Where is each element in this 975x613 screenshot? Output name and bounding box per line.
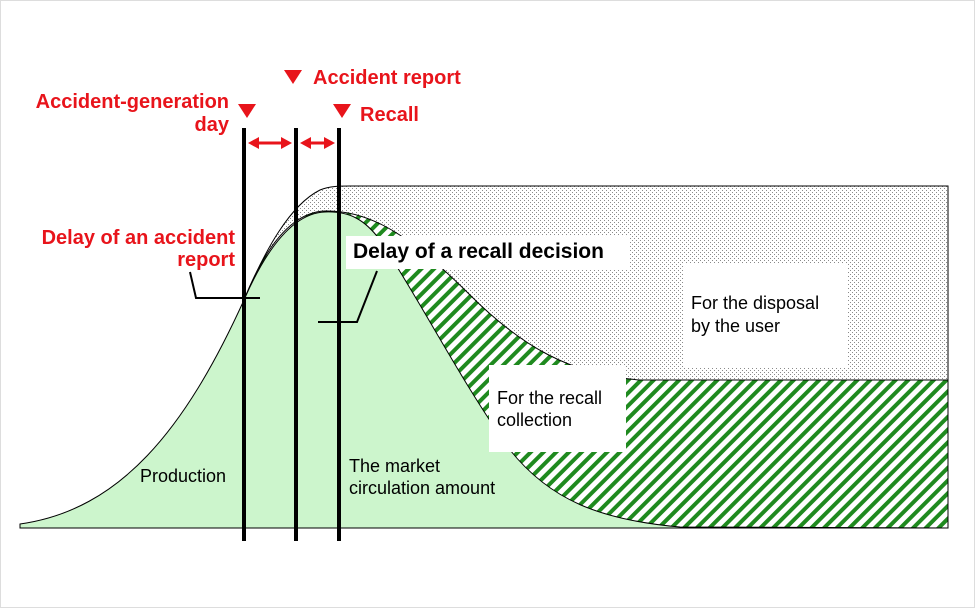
disposal-label-box — [684, 263, 847, 367]
accident-report-delay-arrow — [248, 137, 292, 149]
recall-collection-label-box — [489, 365, 626, 452]
recall-collection-label-line2: collection — [497, 410, 572, 430]
recall-collection-label-line1: For the recall — [497, 388, 602, 408]
recall-decision-delay-label: Delay of a recall decision — [353, 240, 604, 263]
accident-day-marker-icon — [238, 104, 256, 118]
recall-decision-delay-leader — [318, 270, 378, 323]
accident-report-delay-leader — [189, 271, 260, 299]
accident-report-delay-label-line2: report — [177, 249, 235, 271]
recall-marker-icon — [333, 104, 351, 118]
recall-decision-delay-arrow — [300, 137, 335, 149]
recall-decision-delay-box — [346, 236, 629, 269]
accident-report-label: Accident report — [313, 67, 461, 89]
accident-day-label-line2: day — [195, 114, 230, 136]
market-amount-label-line1: The market — [349, 456, 440, 476]
production-area — [19, 211, 949, 529]
production-label: Production — [140, 466, 226, 486]
disposal-label-line2: by the user — [691, 316, 780, 336]
accident-day-label-line1: Accident-generation — [36, 91, 229, 113]
recall-label: Recall — [360, 104, 419, 126]
disposal-label-line1: For the disposal — [691, 293, 819, 313]
market-amount-label-line2: circulation amount — [349, 478, 495, 498]
accident-report-delay-label-line1: Delay of an accident — [42, 227, 236, 249]
accident-report-marker-icon — [284, 70, 302, 84]
